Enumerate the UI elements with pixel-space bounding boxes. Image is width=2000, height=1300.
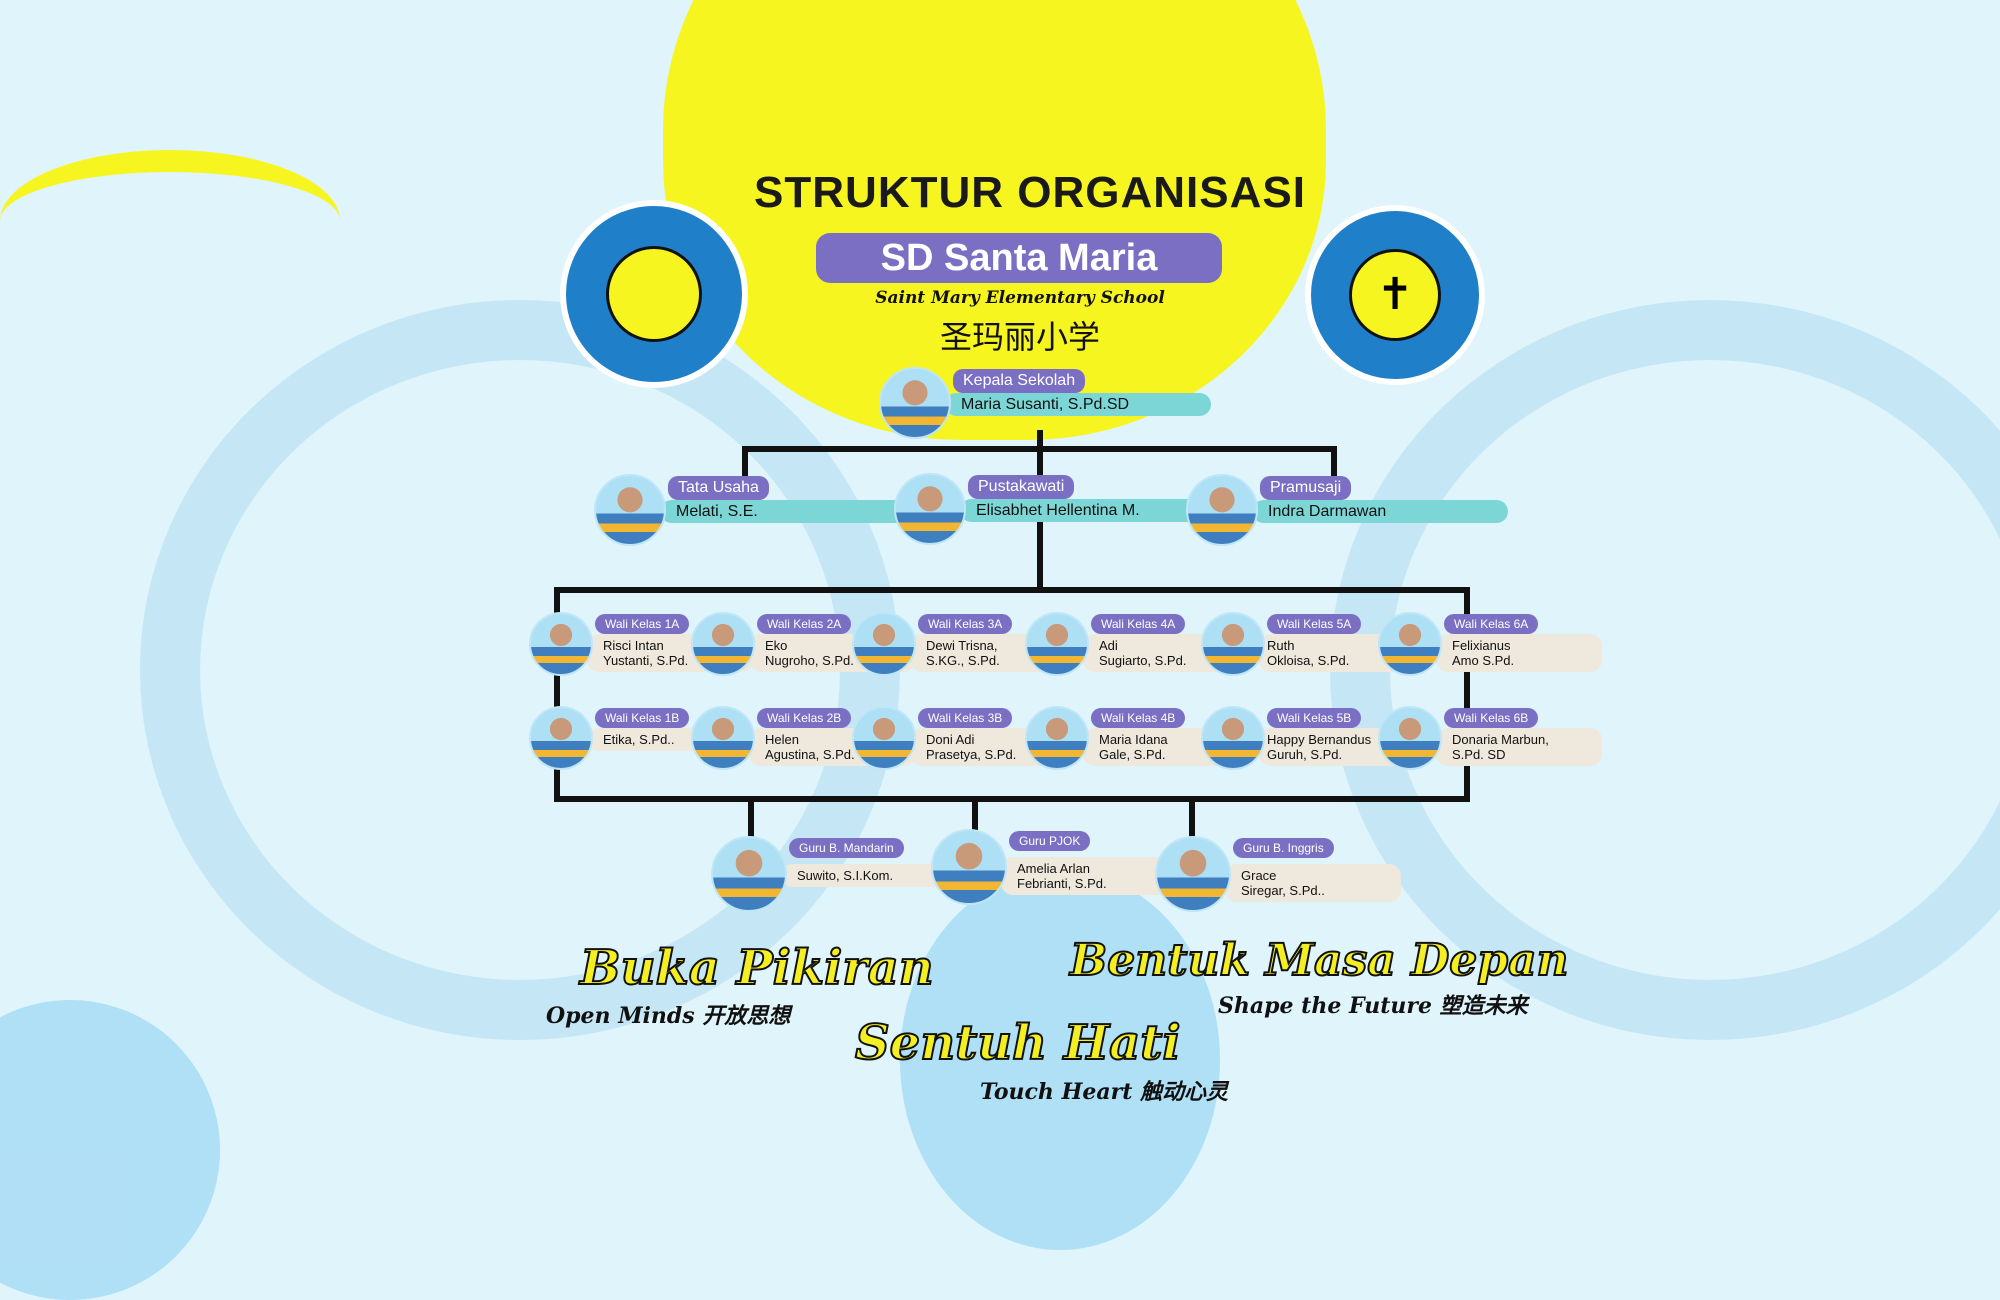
yellow-header-blob xyxy=(663,0,1326,440)
role-label: Pramusaji xyxy=(1260,476,1352,500)
person-name: Felixianus Amo S.Pd. xyxy=(1436,634,1602,672)
staff-photo xyxy=(1378,612,1442,676)
school-name-chinese: 圣玛丽小学 xyxy=(939,319,1100,355)
connector-line xyxy=(748,798,754,838)
role-label: Wali Kelas 2B xyxy=(757,708,852,728)
slogan-subtitle: Open Minds 开放思想 xyxy=(546,1003,791,1029)
staff-photo xyxy=(529,612,593,676)
role-label: Wali Kelas 2A xyxy=(757,614,852,634)
staff-photo xyxy=(691,706,755,770)
staff-photo xyxy=(529,706,593,770)
staff-photo xyxy=(1155,836,1231,912)
role-label: Kepala Sekolah xyxy=(953,369,1086,393)
person-name: Grace Siregar, S.Pd.. xyxy=(1225,864,1401,902)
role-label: Tata Usaha xyxy=(668,476,769,500)
staff-photo xyxy=(711,836,787,912)
staff-photo xyxy=(594,474,666,546)
role-label: Guru B. Mandarin xyxy=(789,838,904,858)
role-label: Guru B. Inggris xyxy=(1233,838,1334,858)
staff-photo xyxy=(1025,706,1089,770)
staff-photo xyxy=(1201,612,1265,676)
connector-line xyxy=(1331,446,1337,480)
staff-photo xyxy=(691,612,755,676)
person-name: Melati, S.E. xyxy=(660,500,916,523)
role-label: Pustakawati xyxy=(968,475,1075,499)
role-label: Wali Kelas 4A xyxy=(1091,614,1186,634)
staff-photo xyxy=(1186,474,1258,546)
person-name: Indra Darmawan xyxy=(1252,500,1508,523)
staff-photo xyxy=(1378,706,1442,770)
person-name: Suwito, S.I.Kom. xyxy=(781,864,957,887)
decor-blob xyxy=(900,870,1220,1250)
role-label: Guru PJOK xyxy=(1009,831,1091,851)
role-label: Wali Kelas 3B xyxy=(918,708,1013,728)
foundation-logo-left xyxy=(560,200,748,388)
slogan-subtitle: Shape the Future 塑造未来 xyxy=(1218,993,1528,1019)
person-name: Amelia Arlan Febrianti, S.Pd. xyxy=(1001,857,1177,895)
cross-book-emblem-icon: ✝ xyxy=(1349,249,1441,341)
staff-photo xyxy=(852,706,916,770)
person-name: Maria Susanti, S.Pd.SD xyxy=(945,393,1211,416)
role-label: Wali Kelas 1A xyxy=(595,614,690,634)
homeroom-frame xyxy=(554,587,1470,802)
staff-photo xyxy=(879,367,951,439)
decor-blob xyxy=(0,150,340,292)
connector-line xyxy=(972,798,978,838)
staff-photo xyxy=(931,829,1007,905)
slogan-title: Bentuk Masa Depan xyxy=(1069,934,1570,987)
slogan-subtitle: Touch Heart 触动心灵 xyxy=(980,1079,1229,1105)
role-label: Wali Kelas 6B xyxy=(1444,708,1539,728)
role-label: Wali Kelas 1B xyxy=(595,708,690,728)
connector-line xyxy=(1189,798,1195,838)
staff-photo xyxy=(1201,706,1265,770)
school-name-banner: SD Santa Maria xyxy=(816,233,1222,283)
school-logo-right: ✝ xyxy=(1305,205,1485,385)
slogan-title: Sentuh Hati xyxy=(854,1014,1182,1072)
connector-line xyxy=(742,446,1337,452)
slogan-title: Buka Pikiran xyxy=(579,939,935,997)
role-label: Wali Kelas 3A xyxy=(918,614,1013,634)
role-label: Wali Kelas 5B xyxy=(1267,708,1362,728)
staff-photo xyxy=(852,612,916,676)
person-name: Donaria Marbun, S.Pd. SD xyxy=(1436,728,1602,766)
mortar-emblem-icon xyxy=(606,246,702,342)
role-label: Wali Kelas 6A xyxy=(1444,614,1539,634)
role-label: Wali Kelas 4B xyxy=(1091,708,1186,728)
staff-photo xyxy=(1025,612,1089,676)
page-title: STRUKTUR ORGANISASI xyxy=(754,168,1306,217)
decor-blob xyxy=(0,1000,220,1300)
school-name-english: Saint Mary Elementary School xyxy=(875,288,1165,308)
person-name: Elisabhet Hellentina M. xyxy=(960,499,1216,522)
connector-line xyxy=(742,446,748,480)
role-label: Wali Kelas 5A xyxy=(1267,614,1362,634)
staff-photo xyxy=(894,473,966,545)
